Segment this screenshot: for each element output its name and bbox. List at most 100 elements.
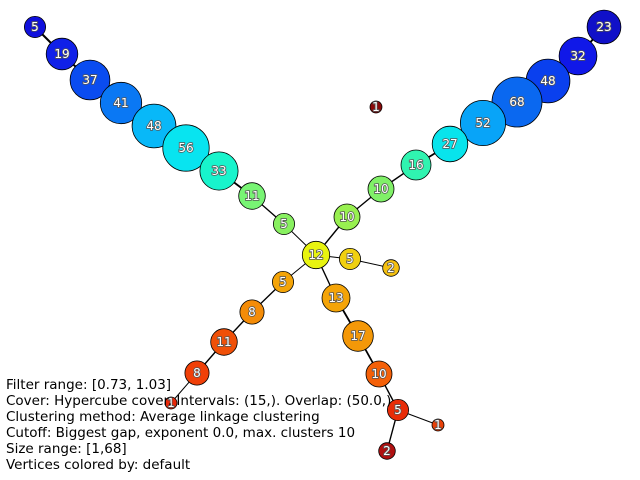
node-label: 10 — [339, 210, 354, 224]
node-label: 8 — [193, 366, 201, 380]
node-label: 2 — [383, 444, 391, 458]
node-label: 5 — [280, 217, 288, 231]
node-circle — [369, 100, 383, 114]
node-circle — [338, 247, 361, 270]
graph-node: 11 — [238, 182, 266, 210]
node-label: 33 — [211, 164, 226, 178]
graph-node: 10 — [333, 203, 361, 231]
graph-node: 8 — [239, 299, 265, 325]
node-circle — [301, 240, 331, 270]
node-circle — [162, 124, 210, 172]
graph-node: 2 — [378, 442, 396, 460]
node-label: 1 — [434, 418, 442, 432]
node-circle — [239, 299, 265, 325]
filter-range-text: Filter range: [0.73, 1.03] — [6, 377, 172, 393]
node-label: 5 — [279, 275, 287, 289]
node-label: 41 — [113, 96, 128, 110]
graph-node: 12 — [301, 240, 331, 270]
node-label: 52 — [475, 116, 490, 130]
graph-node: 52 — [459, 100, 506, 147]
node-circle — [272, 212, 295, 235]
graph-node: 27 — [431, 125, 469, 163]
graph-nodes: 5193741485633115122332486852271610101525… — [23, 9, 622, 460]
node-circle — [210, 328, 238, 356]
node-circle — [184, 360, 210, 386]
node-label: 23 — [596, 20, 611, 34]
graph-node: 1 — [431, 417, 445, 433]
node-circle — [199, 151, 239, 191]
graph-node: 32 — [558, 36, 598, 76]
node-circle — [99, 81, 143, 125]
cover-text: Cover: Hypercube cover. Intervals: (15,)… — [6, 393, 392, 409]
node-label: 27 — [442, 137, 457, 151]
node-label: 48 — [540, 74, 555, 88]
graph-node: 11 — [210, 328, 238, 356]
node-label: 5 — [394, 403, 402, 417]
node-label: 32 — [570, 49, 585, 63]
node-circle — [378, 442, 396, 460]
graph-node: 1 — [369, 99, 383, 115]
node-label: 11 — [244, 189, 259, 203]
graph-node: 10 — [365, 360, 393, 388]
graph-node: 23 — [586, 9, 622, 45]
node-circle — [400, 149, 432, 181]
node-label: 5 — [31, 20, 39, 34]
node-label: 68 — [509, 95, 524, 109]
node-circle — [333, 203, 361, 231]
graph-info: Filter range: [0.73, 1.03] Cover: Hyperc… — [6, 377, 391, 473]
graph-node: 5 — [23, 15, 47, 39]
node-circle — [459, 100, 506, 147]
node-circle — [367, 175, 395, 203]
graph-node: 68 — [491, 76, 543, 128]
graph-node: 13 — [321, 283, 351, 313]
node-label: 1 — [167, 396, 175, 410]
graph-node: 2 — [382, 259, 400, 277]
graph-node: 37 — [69, 59, 111, 101]
graph-node: 33 — [199, 151, 239, 191]
graph-node: 5 — [272, 212, 295, 235]
node-circle — [321, 283, 351, 313]
node-label: 5 — [346, 252, 354, 266]
node-label: 10 — [371, 367, 386, 381]
node-label: 10 — [373, 182, 388, 196]
node-circle — [386, 398, 409, 421]
node-circle — [238, 182, 266, 210]
node-label: 2 — [387, 261, 395, 275]
node-circle — [131, 103, 177, 149]
cutoff-text: Cutoff: Biggest gap, exponent 0.0, max. … — [6, 425, 356, 441]
node-circle — [431, 125, 469, 163]
graph-node: 48 — [131, 103, 177, 149]
graph-node: 19 — [45, 37, 79, 71]
node-label: 37 — [82, 73, 97, 87]
node-label: 11 — [216, 335, 231, 349]
size-range-text: Size range: [1,68] — [6, 441, 127, 457]
node-circle — [558, 36, 598, 76]
node-label: 19 — [54, 47, 69, 61]
node-label: 48 — [146, 119, 161, 133]
node-circle — [586, 9, 622, 45]
graph-node: 56 — [162, 124, 210, 172]
clustering-method-text: Clustering method: Average linkage clust… — [6, 409, 320, 425]
node-label: 8 — [248, 305, 256, 319]
graph-node: 1 — [164, 395, 178, 411]
node-circle — [382, 259, 400, 277]
node-circle — [365, 360, 393, 388]
graph-node: 8 — [184, 360, 210, 386]
graph-node: 10 — [367, 175, 395, 203]
node-label: 13 — [328, 291, 343, 305]
graph-node: 5 — [271, 270, 294, 293]
node-label: 1 — [372, 100, 380, 114]
node-circle — [45, 37, 79, 71]
node-circle — [23, 15, 47, 39]
graph-node: 17 — [342, 320, 374, 352]
node-circle — [431, 418, 445, 432]
graph-node: 41 — [99, 81, 143, 125]
vertex-color-text: Vertices colored by: default — [6, 457, 191, 473]
node-label: 12 — [308, 248, 323, 262]
node-circle — [69, 59, 111, 101]
node-label: 17 — [350, 329, 365, 343]
node-circle — [342, 320, 374, 352]
graph-node: 5 — [338, 247, 361, 270]
node-label: 16 — [408, 158, 423, 172]
node-circle — [164, 396, 178, 410]
